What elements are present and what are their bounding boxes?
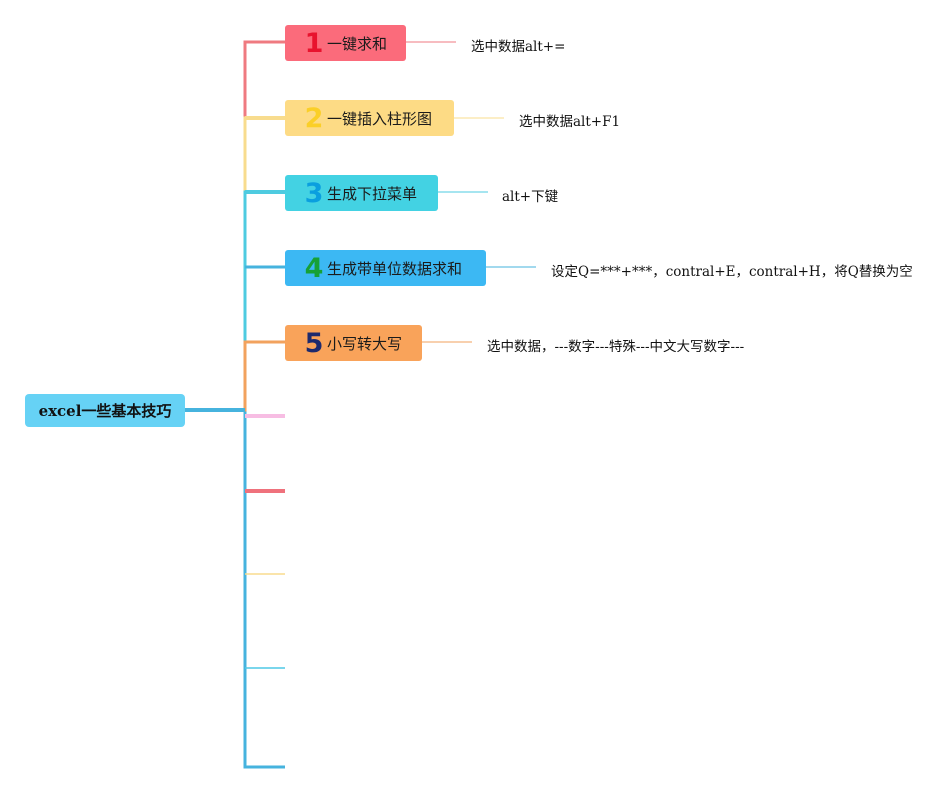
topic-label: 生成带单位数据求和: [327, 259, 463, 278]
root-topic[interactable]: excel一些基本技巧: [25, 394, 185, 427]
topic-one-click-sum[interactable]: 1 一键求和: [285, 25, 406, 61]
topic-note[interactable]: 选中数据alt+F1: [519, 114, 621, 130]
topic-note[interactable]: 选中数据alt+=: [471, 39, 566, 55]
topic-dropdown-menu[interactable]: 3 生成下拉菜单: [285, 175, 438, 211]
topic-number-badge: 4: [304, 252, 324, 284]
topic-label: 一键插入柱形图: [327, 109, 433, 128]
topic-insert-column-chart[interactable]: 2 一键插入柱形图: [285, 100, 454, 136]
topic-note[interactable]: 设定Q=***+***，contral+E，contral+H，将Q替换为空: [551, 264, 913, 280]
topic-sum-with-units[interactable]: 4 生成带单位数据求和: [285, 250, 486, 286]
root-topic-label: excel一些基本技巧: [38, 402, 172, 420]
topic-lower-to-upper[interactable]: 5 小写转大写: [285, 325, 422, 361]
topic-label: 小写转大写: [327, 334, 403, 353]
topic-note[interactable]: alt+下键: [502, 189, 559, 205]
topic-note[interactable]: 选中数据，---数字---特殊---中文大写数字---: [487, 339, 745, 355]
topic-label: 一键求和: [327, 34, 388, 53]
topic-label: 生成下拉菜单: [327, 184, 418, 203]
topic-number-badge: 1: [304, 27, 324, 59]
topic-number-badge: 5: [304, 327, 324, 359]
topic-number-badge: 3: [304, 177, 324, 209]
topic-number-badge: 2: [304, 102, 324, 134]
